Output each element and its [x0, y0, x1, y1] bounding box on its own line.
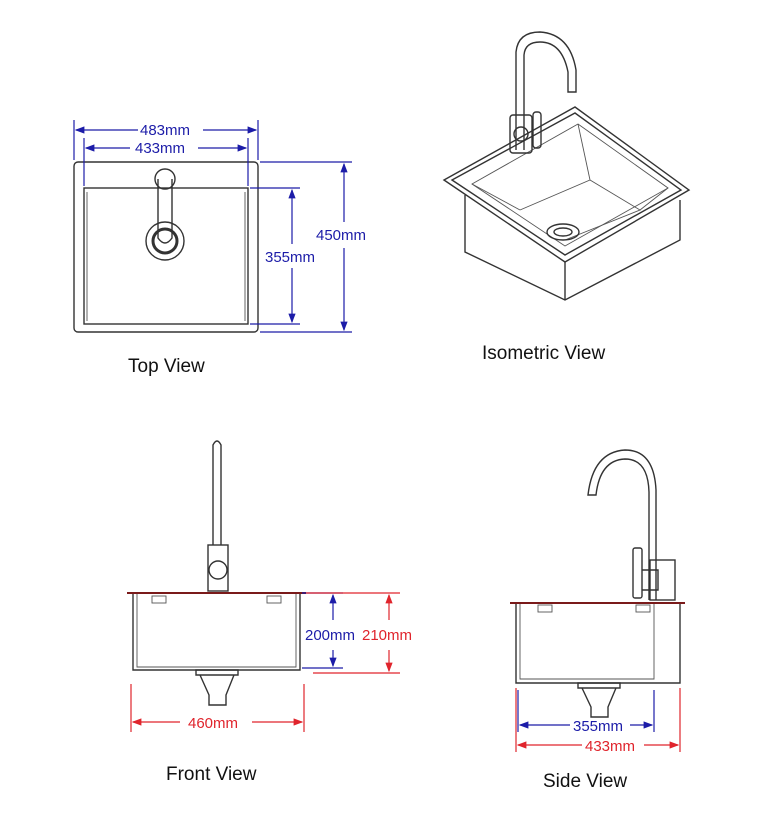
- bowl-outline: [515, 604, 681, 684]
- dim-355: 355mm: [265, 249, 315, 266]
- faucet-icon: [587, 449, 657, 600]
- top-view-label: Top View: [128, 356, 205, 377]
- bowl-outline: [132, 594, 301, 671]
- dim-433-side: 433mm: [585, 738, 635, 755]
- bowl-outline: [83, 187, 249, 325]
- faucet-icon: [212, 440, 222, 545]
- dim-210: 210mm: [362, 627, 412, 644]
- isometric-view-label: Isometric View: [482, 343, 605, 364]
- dim-460: 460mm: [188, 715, 238, 732]
- front-view: 200mm 210mm 460mm Front View: [127, 440, 412, 785]
- drain-icon: [195, 669, 239, 706]
- dim-200: 200mm: [305, 627, 355, 644]
- side-view-label: Side View: [543, 771, 627, 792]
- dim-450: 450mm: [316, 227, 366, 244]
- sink-outline: [73, 161, 259, 333]
- front-view-label: Front View: [166, 764, 257, 785]
- drain-icon: [577, 682, 621, 718]
- isometric-view: Isometric View: [442, 31, 691, 364]
- top-view: 483mm 433mm 450mm 355mm Top View: [73, 120, 366, 377]
- side-view: 355mm 433mm Side View: [510, 449, 685, 792]
- drain-icon: [145, 221, 185, 261]
- dim-433: 433mm: [135, 140, 185, 157]
- dim-483: 483mm: [140, 122, 190, 139]
- faucet-icon: [515, 31, 577, 150]
- dim-355-side: 355mm: [573, 718, 623, 735]
- drain-icon: [546, 223, 580, 241]
- faucet-icon: [157, 179, 173, 244]
